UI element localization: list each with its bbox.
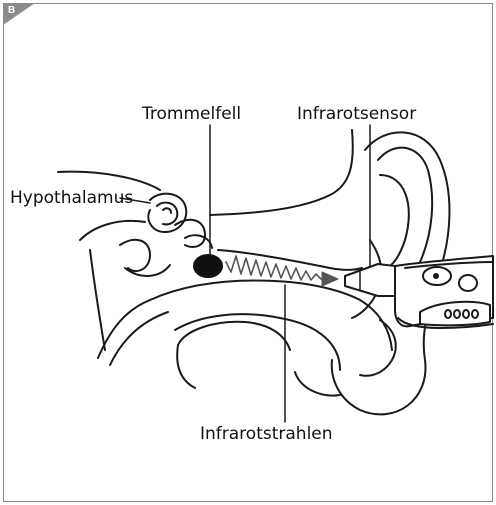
cochlea-inner	[163, 208, 171, 213]
temporal-bone	[80, 221, 145, 240]
earlobe-ridge	[360, 320, 396, 376]
mandible-inner	[178, 322, 290, 350]
thermometer-button-right	[459, 275, 477, 291]
infrared-rays	[226, 256, 321, 280]
button-dot	[433, 273, 439, 279]
rays-arrowhead	[322, 272, 338, 286]
pinna-helix	[378, 148, 432, 262]
jaw-contour-2	[110, 312, 168, 365]
inner-ear-wall	[90, 250, 105, 350]
hypothalamus-label: Hypothalamus	[10, 188, 133, 208]
pinna-inner	[380, 175, 409, 268]
eardrum-label: Trommelfell	[142, 104, 241, 124]
skull-contour	[210, 130, 353, 215]
sensor-label: Infrarotsensor	[297, 104, 416, 124]
cochlea-mid	[157, 203, 177, 225]
semicircular-canal	[175, 220, 205, 247]
ossicle-1	[120, 240, 150, 271]
eardrum	[194, 255, 222, 277]
condyle	[177, 345, 195, 388]
mandible	[175, 314, 340, 370]
rays-label: Infrarotstrahlen	[200, 424, 333, 444]
cochlea-outer	[148, 194, 186, 232]
